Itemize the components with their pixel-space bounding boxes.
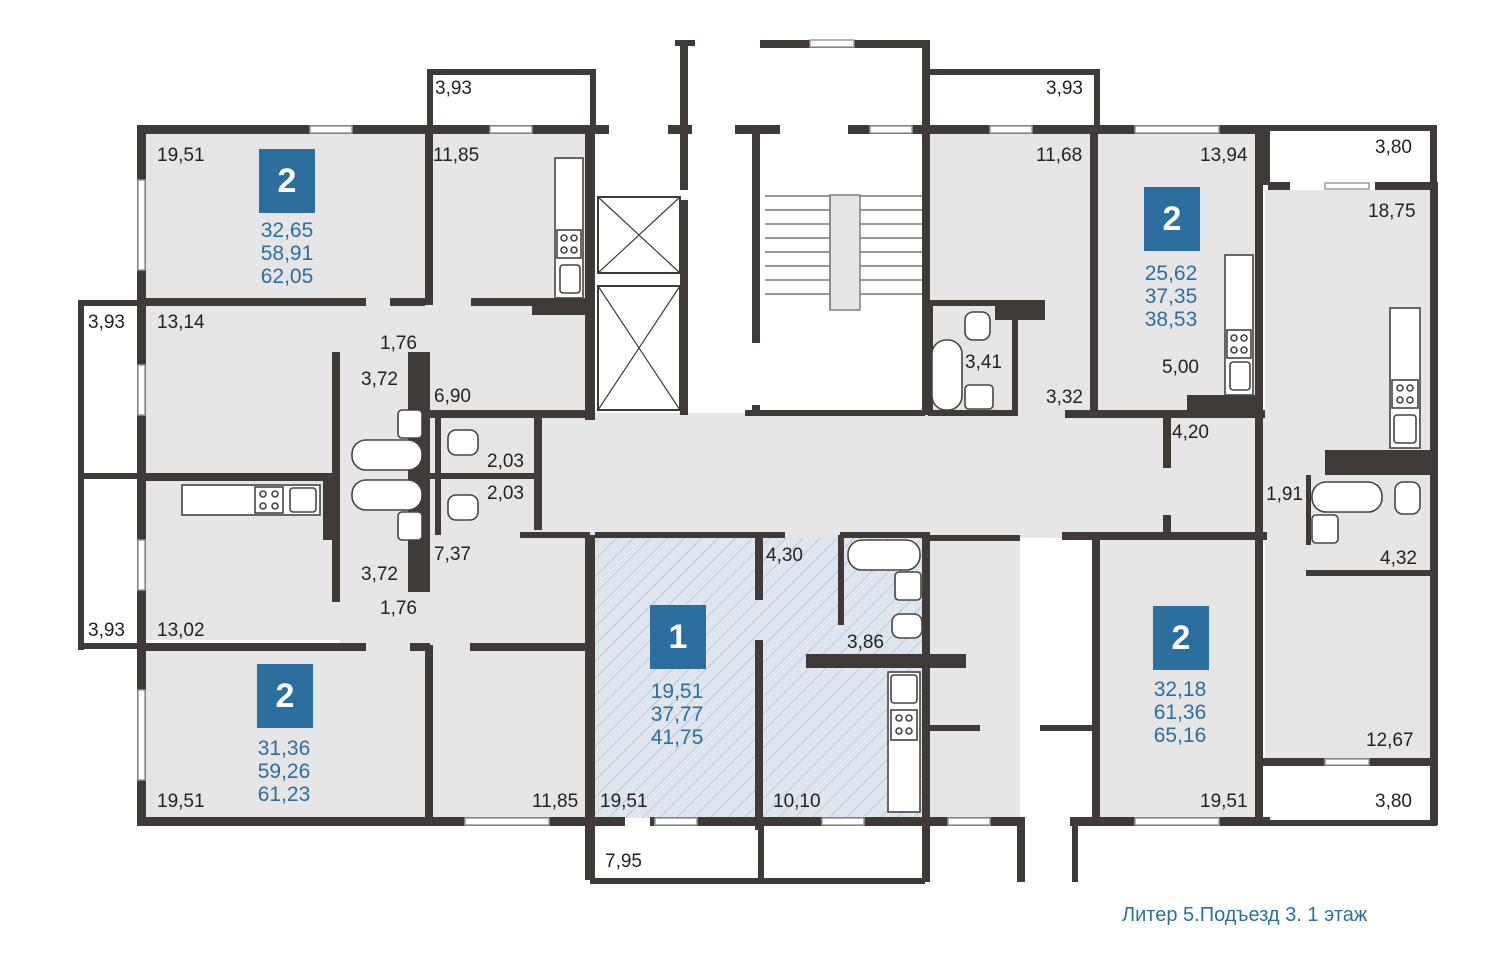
apartment-rooms-badge[interactable]: 2: [1144, 187, 1200, 251]
living-area: 32,65: [260, 219, 314, 242]
room-area: 11,85: [532, 791, 579, 812]
room-area: 3,86: [847, 632, 884, 653]
total-area-with-balcony: 38,53: [1144, 308, 1198, 331]
room-area: 4,30: [766, 545, 803, 566]
room-area: 11,68: [1036, 145, 1083, 166]
floor-caption: Литер 5.Подъезд 3. 1 этаж: [1122, 904, 1368, 926]
apartment-rooms-badge[interactable]: 2: [1153, 606, 1209, 670]
room-area: 3,93: [1046, 78, 1083, 99]
room-area: 3,72: [361, 369, 398, 390]
room-area: 12,67: [1366, 730, 1414, 751]
total-area-with-balcony: 61,23: [257, 783, 311, 806]
room-area: 10,10: [773, 791, 821, 812]
room-area: 18,75: [1368, 201, 1416, 222]
total-area-with-balcony: 65,16: [1153, 724, 1207, 747]
room-area: 3,93: [88, 312, 125, 333]
total-area-with-balcony: 41,75: [650, 726, 704, 749]
room-area: 19,51: [157, 145, 205, 166]
living-area: 31,36: [257, 737, 311, 760]
room-area: 4,20: [1172, 422, 1209, 443]
room-area: 13,14: [157, 312, 205, 333]
living-area: 25,62: [1144, 262, 1198, 285]
room-area: 3,93: [435, 78, 472, 99]
room-area: 1,76: [380, 598, 417, 619]
apartment-areas: 31,36 59,26 61,23: [229, 737, 339, 806]
room-area: 4,32: [1380, 548, 1417, 569]
room-area: 7,95: [605, 851, 642, 872]
room-area: 2,03: [487, 483, 524, 504]
room-area: 3,41: [965, 352, 1002, 373]
room-area: 3,80: [1375, 137, 1412, 158]
apartment-areas: 32,18 61,36 65,16: [1125, 678, 1235, 747]
apartment-areas: 32,65 58,91 62,05: [232, 219, 342, 288]
room-area: 6,90: [434, 386, 471, 407]
living-area: 32,18: [1153, 678, 1207, 701]
room-area: 1,91: [1266, 484, 1303, 505]
room-area: 5,00: [1162, 357, 1199, 378]
apartment-areas: 25,62 37,35 38,53: [1116, 262, 1226, 331]
elevator-shafts: [597, 196, 681, 411]
apartment-rooms-badge[interactable]: 1: [650, 605, 706, 669]
room-area: 19,51: [157, 791, 205, 812]
fixtures: [181, 157, 1421, 813]
total-area: 58,91: [260, 242, 314, 265]
total-area: 61,36: [1153, 701, 1207, 724]
room-area: 3,93: [88, 620, 125, 641]
windows: [137, 39, 1370, 826]
room-area: 13,94: [1200, 145, 1248, 166]
total-area: 37,35: [1144, 285, 1198, 308]
room-area: 3,32: [1046, 387, 1083, 408]
room-area: 3,72: [361, 564, 398, 585]
room-area: 11,85: [433, 145, 480, 166]
total-area: 59,26: [257, 760, 311, 783]
room-area: 3,80: [1375, 791, 1412, 812]
total-area-with-balcony: 62,05: [260, 265, 314, 288]
room-area: 19,51: [1200, 791, 1248, 812]
room-area: 1,76: [380, 333, 417, 354]
staircase: [760, 140, 925, 405]
total-area: 37,77: [650, 703, 704, 726]
room-area: 19,51: [600, 791, 648, 812]
living-area: 19,51: [650, 680, 704, 703]
apartment-areas: 19,51 37,77 41,75: [622, 680, 732, 749]
apartment-rooms-badge[interactable]: 2: [257, 664, 313, 728]
apartment-rooms-badge[interactable]: 2: [259, 149, 315, 213]
room-area: 7,37: [434, 544, 471, 565]
room-area: 13,02: [157, 620, 205, 641]
room-area: 2,03: [487, 451, 524, 472]
